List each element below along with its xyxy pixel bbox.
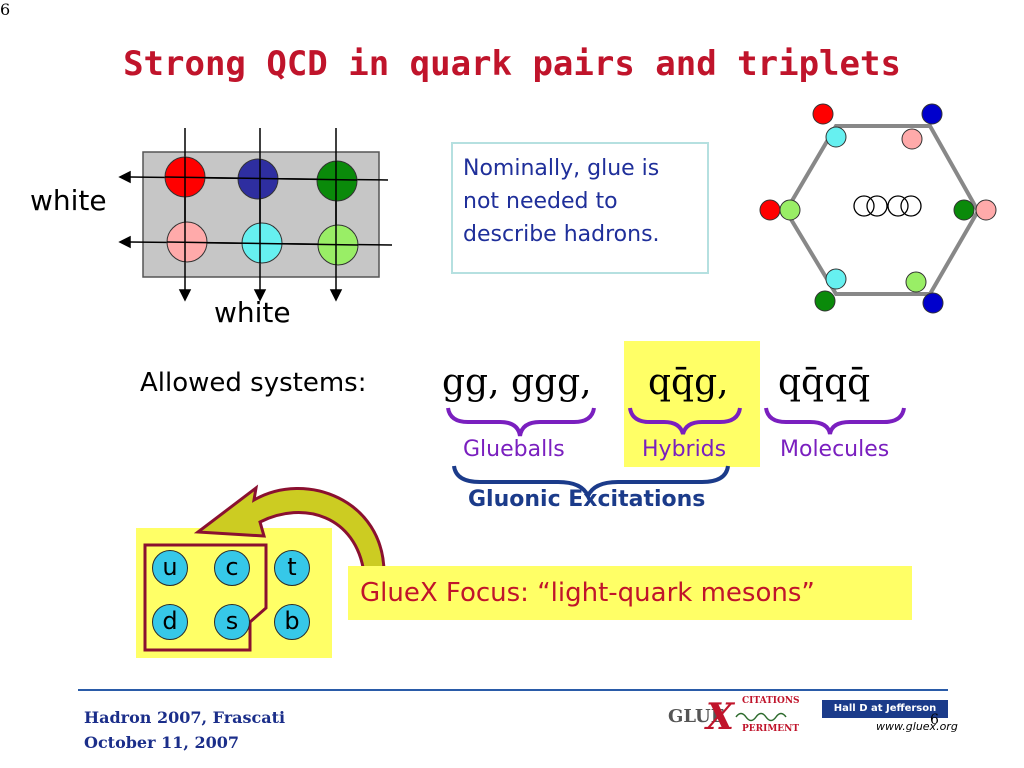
gluex-logo: GLUE X CITATIONS PERIMENT — [668, 696, 800, 738]
glueballs-expression: gg, ggg, — [442, 362, 592, 403]
color-grid-diagram — [118, 128, 393, 302]
light-quark-outline — [143, 484, 386, 652]
footer-conference: Hadron 2007, Frascati — [84, 708, 286, 727]
hex-green-bottom — [814, 290, 836, 312]
halld-banner: Hall D at Jefferson Lab — [822, 700, 948, 732]
allowed-systems-label: Allowed systems: — [140, 368, 367, 398]
glueballs-brace — [446, 407, 596, 437]
logo-glue-text: GLUE — [668, 706, 725, 727]
hexagon-outline — [783, 124, 981, 296]
logo-citations-text: CITATIONS — [742, 696, 800, 706]
white-row-label: white — [30, 184, 107, 217]
gluonic-brace — [452, 465, 730, 500]
hex-green-right — [953, 199, 975, 221]
footer-date: October 11, 2007 — [84, 733, 240, 752]
logo-periment-text: PERIMENT — [742, 724, 800, 734]
hex-pink-top — [901, 128, 923, 150]
quark-s: s — [214, 604, 250, 640]
gluonic-excitations-label: Gluonic Excitations — [468, 487, 706, 512]
glueballs-label: Glueballs — [463, 437, 565, 462]
hex-cyan-top — [825, 126, 847, 148]
gluex-url: www.gluex.org — [876, 720, 958, 733]
hex-red-top — [812, 103, 834, 125]
quark-b: b — [274, 604, 310, 640]
hex-cyan-bottom — [825, 268, 847, 290]
quark-c: c — [214, 550, 250, 586]
note-box: Nominally, glue is not needed to describ… — [451, 142, 709, 274]
hex-green-left — [779, 199, 801, 221]
halld-title: Hall D at Jefferson Lab — [833, 703, 937, 732]
hex-blue-top — [921, 103, 943, 125]
glue-loops — [853, 195, 922, 217]
hybrids-expression: qq̄g, — [648, 362, 729, 403]
hex-lightgreen-bottom — [905, 271, 927, 293]
hex-red-left — [759, 199, 781, 221]
braces-layer — [446, 407, 906, 500]
logo-wave-icon — [735, 712, 787, 722]
green-quark — [316, 160, 358, 202]
molecules-brace — [764, 407, 906, 435]
slide-title: Strong QCD in quark pairs and triplets — [123, 44, 901, 84]
molecules-label: Molecules — [780, 437, 890, 462]
hybrids-highlight — [624, 341, 760, 467]
hexagon-diagram — [759, 103, 997, 314]
page-number: 6 — [0, 0, 11, 19]
gluex-focus-box: GlueX Focus: “light-quark mesons” — [348, 566, 912, 620]
white-column-label: white — [214, 296, 291, 329]
logo-x-text: X — [706, 696, 734, 738]
quark-d: d — [152, 604, 188, 640]
quark-t: t — [274, 550, 310, 586]
hybrids-label: Hybrids — [642, 437, 727, 462]
focus-arrow — [193, 484, 386, 575]
hex-blue-bottom — [922, 292, 944, 314]
molecules-expression: qq̄qq̄ — [778, 362, 871, 403]
footer-divider — [78, 689, 948, 691]
logo-page-number: 6 — [930, 712, 939, 728]
hex-pink-right — [975, 199, 997, 221]
quark-u: u — [152, 550, 188, 586]
hybrids-brace — [628, 407, 742, 435]
